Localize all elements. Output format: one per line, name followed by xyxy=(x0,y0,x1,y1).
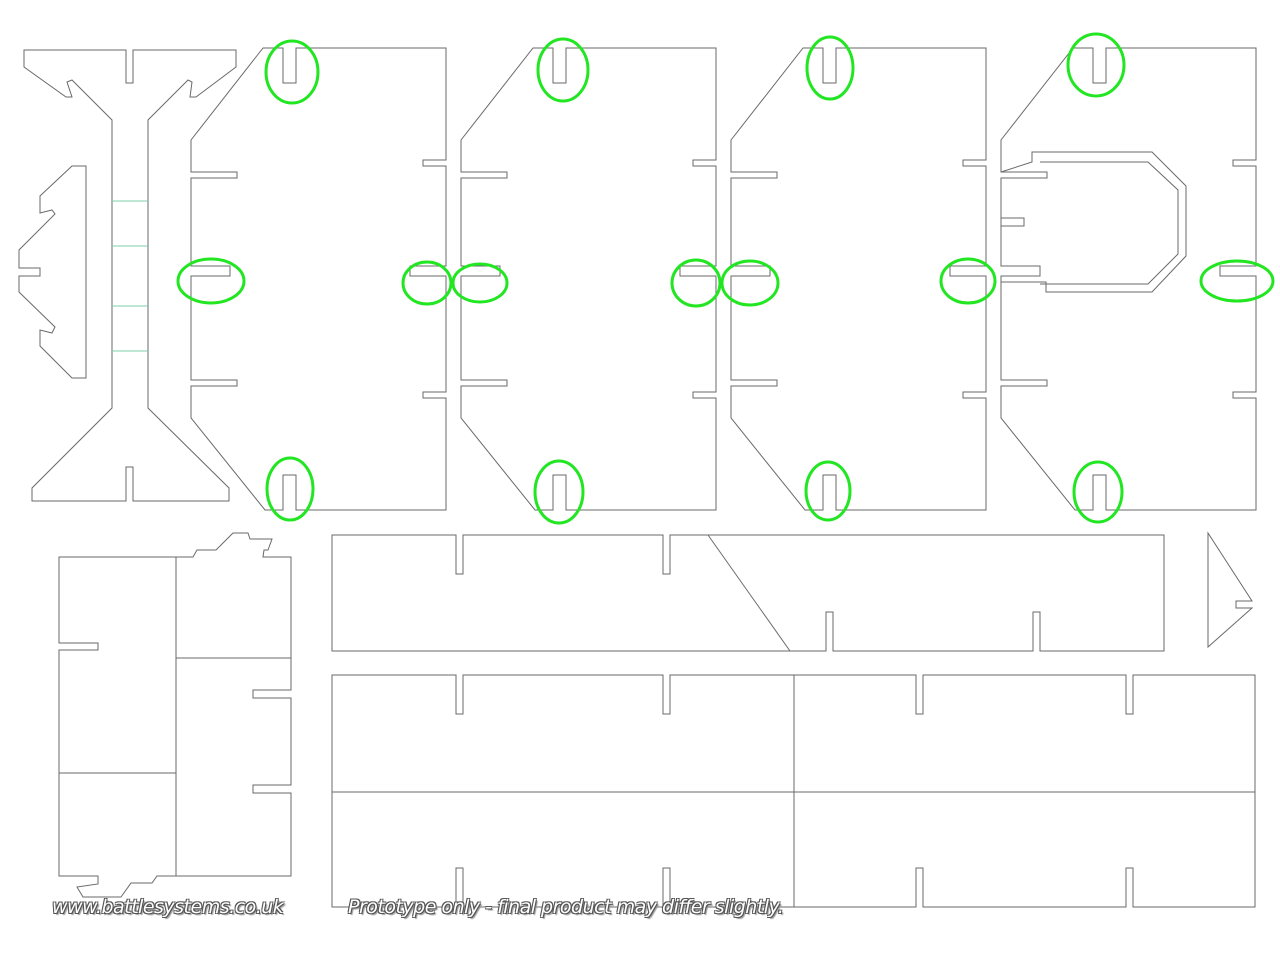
highlight-circle xyxy=(533,459,585,525)
highlight-circle xyxy=(805,35,855,101)
highlight-circle xyxy=(670,258,722,308)
wall-panels xyxy=(190,47,1257,511)
highlight-circle xyxy=(1199,259,1275,303)
wall-panel xyxy=(730,47,987,511)
highlight-circle xyxy=(1072,460,1124,524)
highlight-circle xyxy=(804,460,852,522)
long-strip-piece xyxy=(331,534,1165,652)
door-cutout xyxy=(1000,151,1187,293)
highlight-circle xyxy=(451,262,509,304)
disclaimer-text: Prototype only - final product may diffe… xyxy=(348,896,784,918)
highlight-marks xyxy=(176,32,1275,525)
triangle-piece xyxy=(1207,531,1254,649)
wall-panel xyxy=(190,47,447,511)
wall-panel xyxy=(1000,47,1257,511)
roof-panel-piece xyxy=(331,674,1256,908)
cut-line xyxy=(707,534,791,652)
highlight-circle xyxy=(265,456,315,522)
highlight-circle xyxy=(401,260,453,306)
highlight-circle xyxy=(536,37,590,103)
highlight-circle xyxy=(176,257,246,305)
side-bracket-piece xyxy=(18,165,87,379)
highlight-circle xyxy=(264,39,320,105)
highlight-circle xyxy=(720,259,780,307)
i-beam-piece xyxy=(23,49,237,502)
highlight-circle xyxy=(939,257,997,305)
website-text: www.battlesystems.co.uk xyxy=(52,896,284,918)
wall-panel xyxy=(460,47,717,511)
highlight-circle xyxy=(1066,32,1126,98)
floor-piece xyxy=(58,532,292,898)
